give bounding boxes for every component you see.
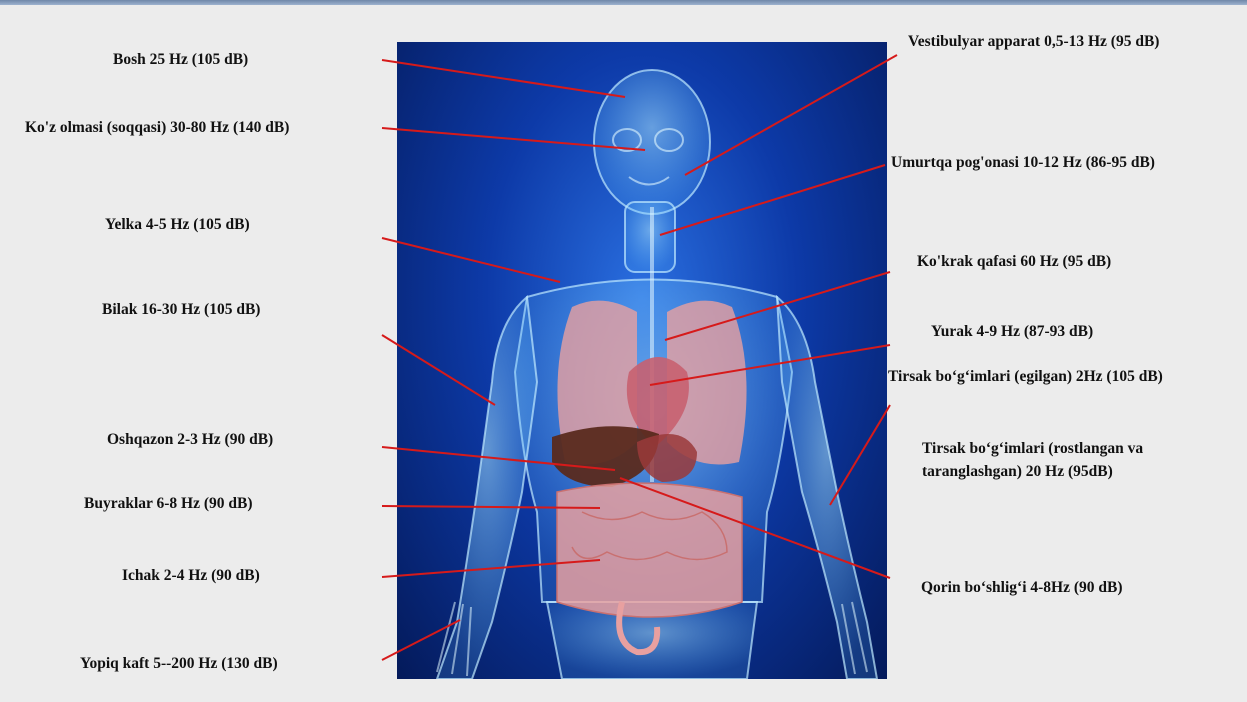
label-koz-olmasi: Ko'z olmasi (soqqasi) 30-80 Hz (140 dB)	[25, 118, 289, 137]
label-tirsak-egilgan: Tirsak bo‘g‘imlari (egilgan) 2Hz (105 dB…	[888, 367, 1163, 386]
label-bilak: Bilak 16-30 Hz (105 dB)	[102, 300, 260, 319]
label-qorin: Qorin bo‘shlig‘i 4-8Hz (90 dB)	[921, 578, 1123, 597]
label-umurtqa: Umurtqa pog'onasi 10-12 Hz (86-95 dB)	[891, 153, 1155, 172]
label-oshqazon: Oshqazon 2-3 Hz (90 dB)	[107, 430, 273, 449]
label-tirsak-rostlangan-line1: Tirsak bo‘g‘imlari (rostlangan va	[922, 439, 1143, 458]
label-kokrak: Ko'krak qafasi 60 Hz (95 dB)	[917, 252, 1111, 271]
label-yurak: Yurak 4-9 Hz (87-93 dB)	[931, 322, 1093, 341]
label-tirsak-rostlangan-line2: taranglashgan) 20 Hz (95dB)	[922, 462, 1113, 481]
label-vestibulyar: Vestibulyar apparat 0,5-13 Hz (95 dB)	[908, 32, 1159, 51]
window-top-border	[0, 0, 1247, 5]
human-body-illustration	[397, 42, 887, 679]
label-buyraklar: Buyraklar 6-8 Hz (90 dB)	[84, 494, 253, 513]
label-ichak: Ichak 2-4 Hz (90 dB)	[122, 566, 260, 585]
label-yelka: Yelka 4-5 Hz (105 dB)	[105, 215, 250, 234]
label-yopiq-kaft: Yopiq kaft 5--200 Hz (130 dB)	[80, 654, 278, 673]
label-bosh: Bosh 25 Hz (105 dB)	[113, 50, 248, 69]
